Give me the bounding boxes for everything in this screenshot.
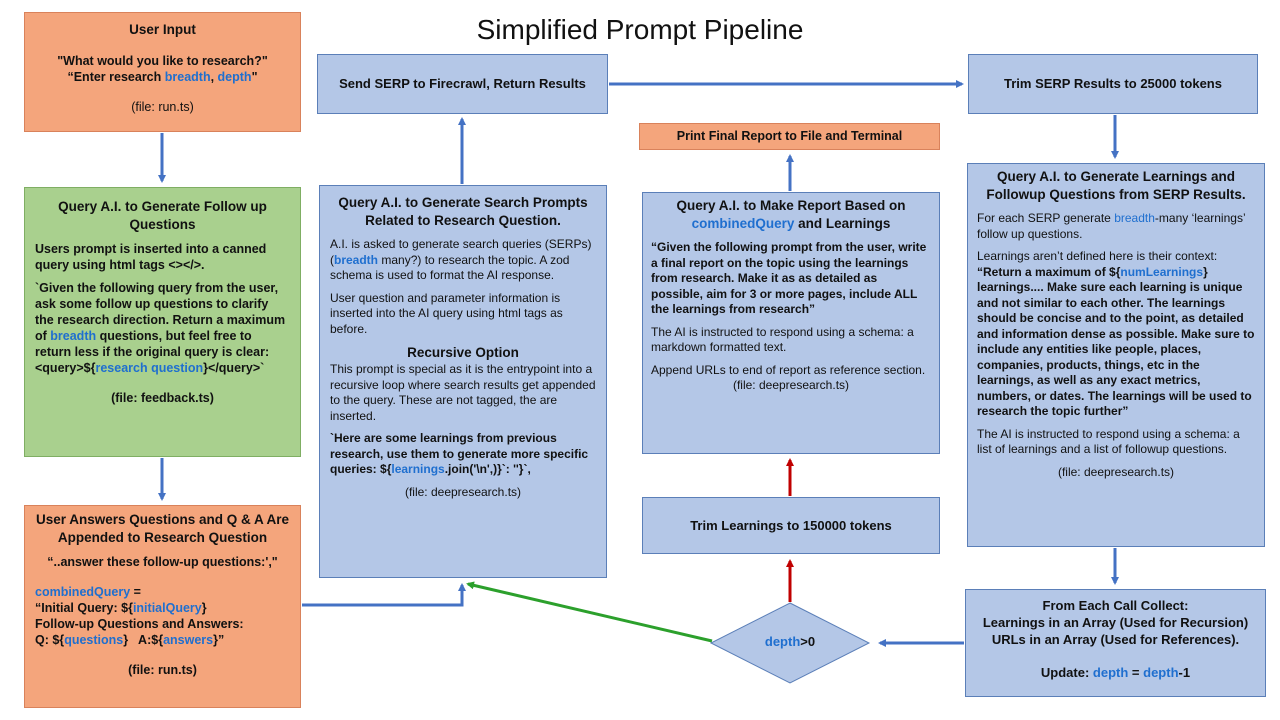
collect-line1: From Each Call Collect: — [1042, 598, 1189, 613]
report-p2: The AI is instructed to respond using a … — [651, 324, 914, 355]
answers-line3: Q: ${questions} A:${answers}” — [35, 633, 225, 647]
learnings-heading: Query A.I. to Generate Learnings and Fol… — [986, 169, 1246, 202]
keyword-depth: depth — [1092, 665, 1129, 680]
user-input-box: User Input "What would you like to resea… — [24, 12, 301, 132]
decision-label: depth>0 — [764, 634, 816, 649]
user-input-line1: "What would you like to research?" — [57, 54, 268, 68]
followup-p1: Users prompt is inserted into a canned q… — [35, 242, 267, 272]
keyword-breadth: breadth — [50, 329, 97, 343]
keyword-breadth: breadth — [164, 70, 211, 84]
learnings-p2: Learnings aren’t defined here is their c… — [977, 249, 1218, 263]
search-prompts-p2: User question and parameter information … — [330, 290, 563, 336]
page-title: Simplified Prompt Pipeline — [476, 14, 804, 45]
keyword-learnings: learnings — [391, 462, 445, 476]
answers-line2: Follow-up Questions and Answers: — [35, 617, 244, 631]
followup-p2: `Given the following query from the user… — [35, 281, 286, 375]
keyword-depth: depth — [1143, 665, 1179, 680]
firecrawl-label: Send SERP to Firecrawl, Return Results — [339, 76, 586, 91]
search-prompts-p3: This prompt is special as it is the entr… — [330, 362, 596, 423]
followup-file: (file: feedback.ts) — [111, 391, 214, 405]
learnings-p1: For each SERP generate breadth-many ‘lea… — [977, 211, 1246, 241]
keyword-depth: depth — [217, 70, 252, 84]
search-prompts-p1: A.I. is asked to generate search queries… — [330, 237, 592, 282]
learnings-file: (file: deepresearch.ts) — [1057, 464, 1175, 479]
keyword-num-learnings: numLearnings — [1120, 264, 1204, 279]
combined-query-label: combinedQuery = — [35, 585, 141, 599]
keyword-breadth: breadth — [1114, 211, 1155, 225]
user-input-line2: “Enter research breadth, depth" — [67, 70, 258, 84]
search-prompts-box: Query A.I. to Generate Search Prompts Re… — [319, 185, 607, 578]
keyword-breadth: breadth — [334, 252, 379, 267]
report-p3: Append URLs to end of report as referenc… — [651, 362, 926, 377]
learnings-p3: “Return a maximum of ${numLearnings} lea… — [977, 264, 1255, 419]
answers-box: User Answers Questions and Q & A Are App… — [24, 505, 301, 708]
keyword-combined-query: combinedQuery — [35, 585, 131, 599]
search-prompts-heading: Query A.I. to Generate Search Prompts Re… — [338, 195, 588, 228]
print-report-label: Print Final Report to File and Terminal — [676, 129, 903, 143]
firecrawl-box: Send SERP to Firecrawl, Return Results — [317, 54, 608, 114]
followup-heading: Query A.I. to Generate Follow up Questio… — [58, 199, 267, 232]
report-file: (file: deepresearch.ts) — [732, 378, 850, 392]
keyword-depth: depth — [764, 634, 801, 649]
collect-update: Update: depth = depth-1 — [1040, 665, 1191, 680]
collect-line2: Learnings in an Array (Used for Recursio… — [982, 615, 1249, 630]
recursive-option-heading: Recursive Option — [407, 345, 519, 360]
learnings-p4: The AI is instructed to respond using a … — [977, 426, 1240, 457]
keyword-initial-query: initialQuery — [132, 601, 202, 615]
answers-line1: “Initial Query: ${initialQuery} — [35, 601, 207, 615]
arrow-decision-to-search — [466, 581, 713, 643]
collect-box: From Each Call Collect: Learnings in an … — [965, 589, 1266, 697]
trim-serp-box: Trim SERP Results to 25000 tokens — [968, 54, 1258, 114]
search-prompts-p4: `Here are some learnings from previous r… — [330, 431, 589, 476]
trim-learnings-label: Trim Learnings to 150000 tokens — [690, 518, 892, 533]
arrow-answers-to-search — [302, 583, 466, 607]
report-p1: “Given the following prompt from the use… — [651, 240, 927, 316]
decision-diamond — [709, 602, 871, 684]
answers-heading: User Answers Questions and Q & A Are App… — [35, 512, 290, 545]
collect-line3: URLs in an Array (Used for References). — [991, 632, 1240, 647]
user-input-file: (file: run.ts) — [131, 100, 194, 114]
followup-box: Query A.I. to Generate Follow up Questio… — [24, 187, 301, 457]
print-report-box: Print Final Report to File and Terminal — [639, 123, 940, 150]
answers-quote: “..answer these follow-up questions:'," — [47, 555, 278, 569]
user-input-heading: User Input — [129, 22, 196, 37]
answers-file: (file: run.ts) — [128, 663, 197, 677]
keyword-questions: questions — [64, 633, 124, 647]
learnings-box: Query A.I. to Generate Learnings and Fol… — [967, 163, 1265, 547]
keyword-answers: answers — [163, 633, 214, 647]
trim-serp-label: Trim SERP Results to 25000 tokens — [1004, 76, 1222, 91]
trim-learnings-box: Trim Learnings to 150000 tokens — [642, 497, 940, 554]
keyword-research-question: research question — [95, 361, 204, 375]
keyword-combined-query: combinedQuery — [691, 216, 795, 231]
search-prompts-file: (file: deepresearch.ts) — [404, 484, 522, 499]
